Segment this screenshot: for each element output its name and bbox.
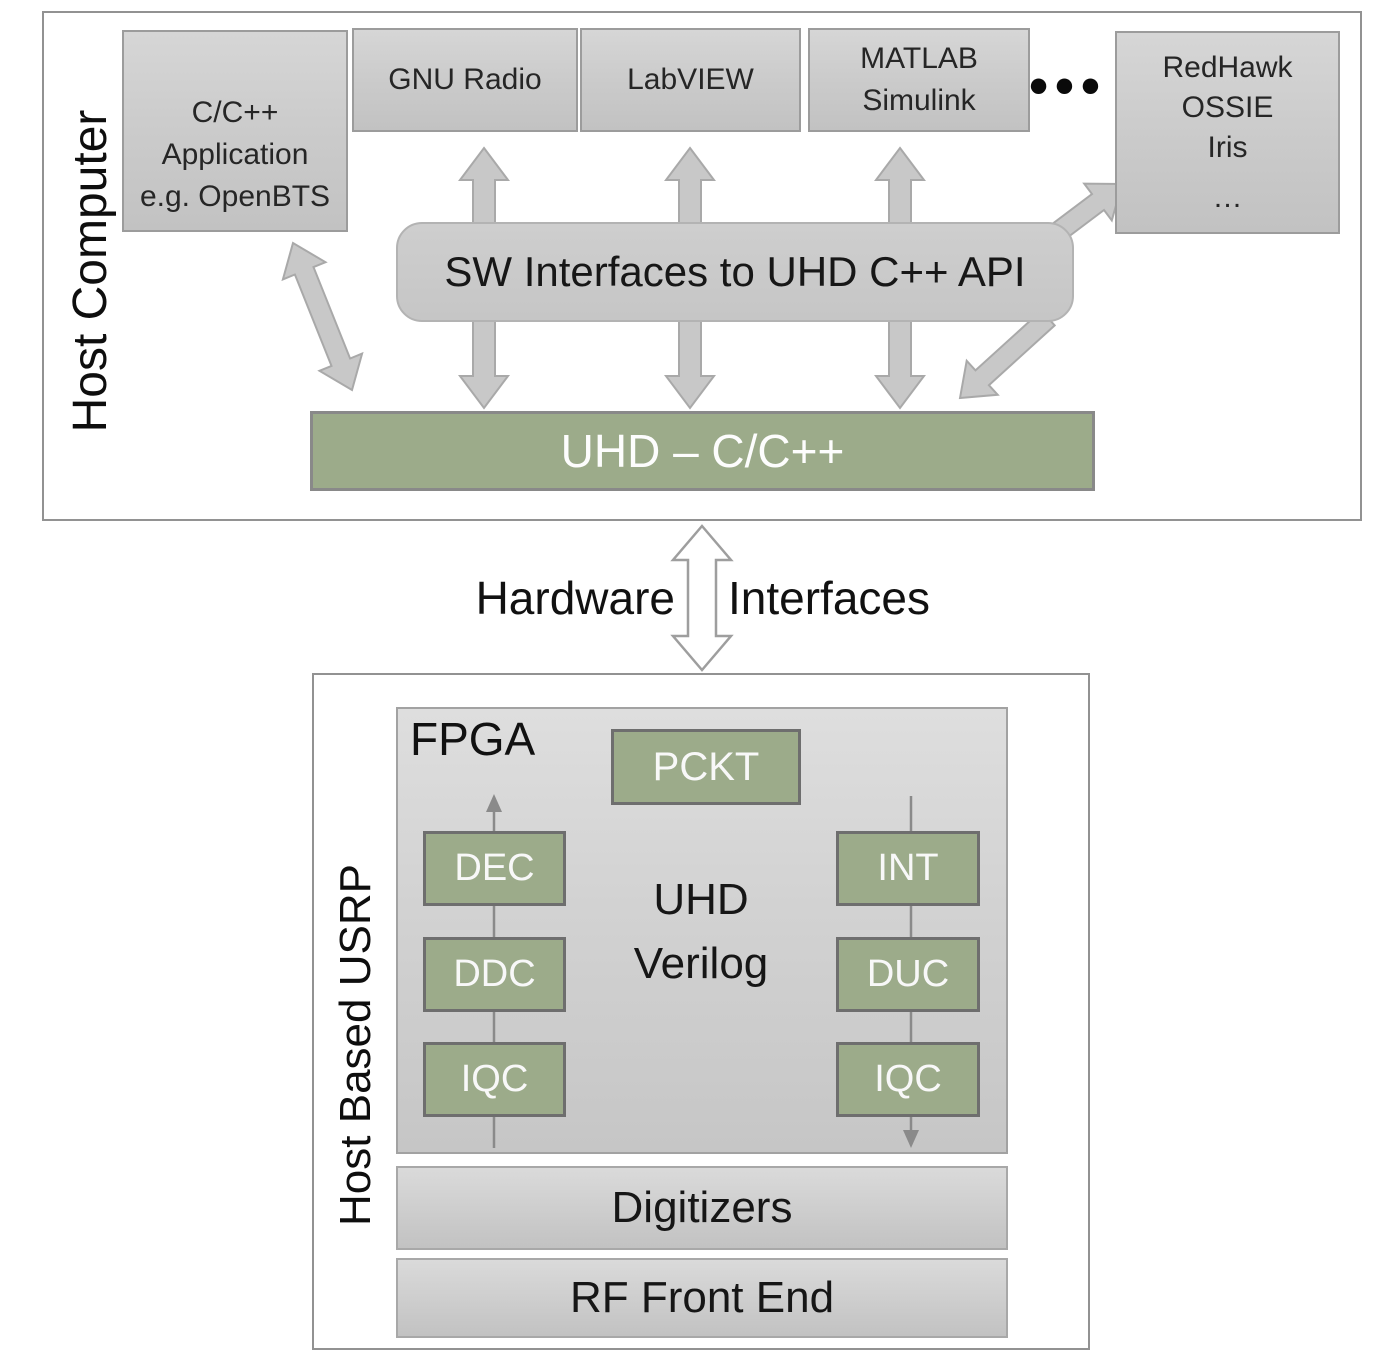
- rx-chain-up-arrowhead-icon: [486, 794, 502, 812]
- hardware-label: Hardware: [475, 572, 675, 624]
- iris-line: Iris: [1207, 130, 1248, 164]
- cpp-application-line: C/C++: [191, 96, 279, 129]
- duc-block: DUC: [836, 937, 980, 1012]
- cpp-application-box: C/C++ Application e.g. OpenBTS: [122, 30, 348, 232]
- gnu-radio-label: GNU Radio: [388, 63, 542, 96]
- gnu-radio-box: GNU Radio: [352, 28, 578, 132]
- ddc-label: DDC: [453, 953, 536, 995]
- ossie-line: OSSIE: [1181, 90, 1274, 124]
- iqc-tx-block: IQC: [836, 1042, 980, 1117]
- more-apps-ellipsis: •••: [1029, 56, 1107, 116]
- cpp-application-line: e.g. OpenBTS: [139, 180, 331, 213]
- digitizers-bar: Digitizers: [396, 1166, 1008, 1250]
- int-block: INT: [836, 831, 980, 906]
- matlab-line: MATLAB: [860, 42, 978, 75]
- iqc-tx-label: IQC: [874, 1058, 942, 1100]
- iqc-rx-block: IQC: [423, 1042, 566, 1117]
- redhawk-ellipsis-line: …: [1212, 180, 1243, 214]
- host-computer-side-label: Host Computer: [63, 109, 117, 433]
- hardware-interfaces-double-arrow-icon: [670, 524, 734, 672]
- dec-label: DEC: [454, 847, 535, 889]
- rf-front-end-label: RF Front End: [569, 1273, 835, 1322]
- matlab-simulink-box: MATLAB Simulink: [808, 28, 1030, 132]
- redhawk-ossie-iris-box: RedHawk OSSIE Iris …: [1115, 31, 1340, 234]
- iqc-rx-label: IQC: [460, 1058, 529, 1100]
- sw-interfaces-label: SW Interfaces to UHD C++ API: [444, 248, 1026, 295]
- redhawk-down-arrow-icon: [958, 309, 1057, 400]
- cpp-app-uhd-double-arrow-icon: [281, 241, 364, 392]
- fpga-label: FPGA: [410, 713, 536, 765]
- rf-front-end-bar: RF Front End: [396, 1258, 1008, 1338]
- uhd-verilog-label: UHD Verilog: [590, 868, 812, 996]
- digitizers-label: Digitizers: [611, 1183, 793, 1232]
- tx-chain-down-arrowhead-icon: [903, 1130, 919, 1148]
- uhd-c-cpp-bar: UHD – C/C++: [310, 411, 1095, 491]
- pckt-label: PCKT: [652, 744, 760, 789]
- simulink-line: Simulink: [862, 84, 976, 117]
- cpp-application-line: Application: [161, 138, 309, 171]
- labview-label: LabVIEW: [627, 63, 754, 96]
- interfaces-label: Interfaces: [728, 572, 930, 624]
- uhd-verilog-line: Verilog: [633, 939, 769, 988]
- uhd-verilog-line: UHD: [653, 875, 749, 924]
- sw-interfaces-box: SW Interfaces to UHD C++ API: [396, 222, 1074, 322]
- duc-label: DUC: [866, 953, 950, 995]
- labview-box: LabVIEW: [580, 28, 801, 132]
- uhd-c-cpp-label: UHD – C/C++: [560, 425, 845, 477]
- int-label: INT: [877, 847, 939, 889]
- pckt-block: PCKT: [611, 729, 801, 805]
- ddc-block: DDC: [423, 937, 566, 1012]
- dec-block: DEC: [423, 831, 566, 906]
- redhawk-line: RedHawk: [1162, 50, 1293, 84]
- host-based-usrp-side-label: Host Based USRP: [331, 864, 380, 1226]
